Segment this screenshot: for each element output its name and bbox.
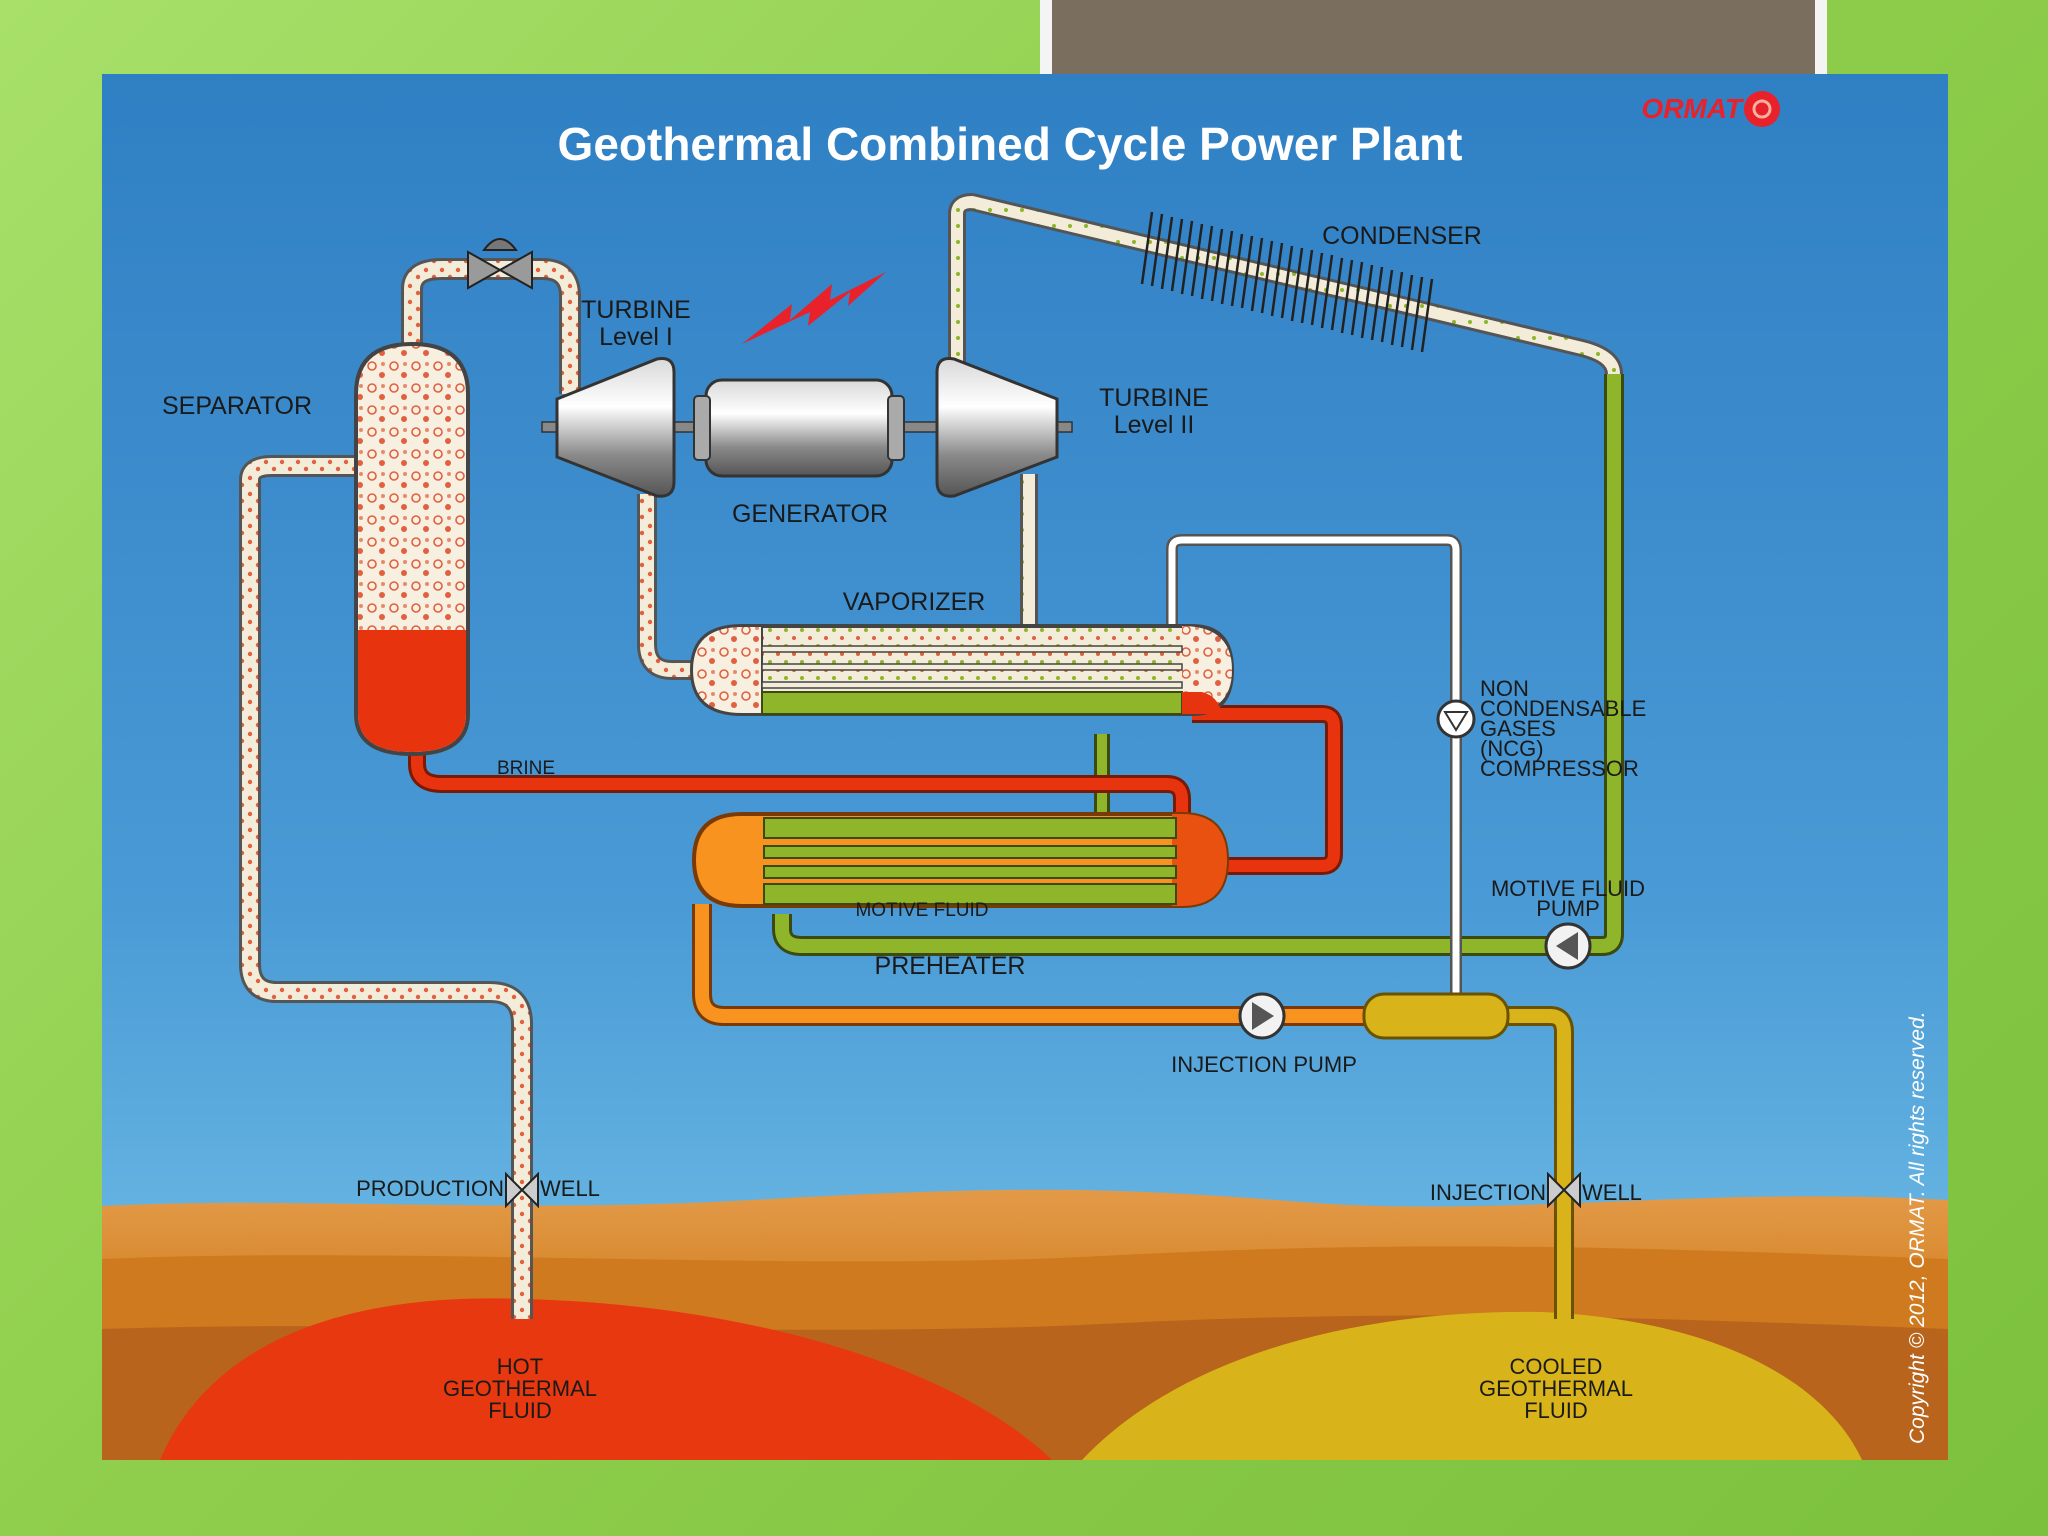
hot-reservoir [160, 1298, 1052, 1460]
ncg-label-line4: (NCG) [1480, 736, 1544, 761]
motive-pump-label-line1: MOTIVE FLUID [1491, 876, 1645, 901]
turbine1-label-line1: TURBINE [581, 296, 691, 324]
injection-well-label-right: WELL [1582, 1180, 1642, 1205]
separator-label: SEPARATOR [162, 392, 312, 420]
ormat-logo-text: ORMAT [1641, 93, 1744, 124]
ncg-label-line2: CONDENSABLE [1480, 696, 1646, 721]
production-well-label-right: WELL [540, 1176, 600, 1201]
ormat-logo: ORMAT [1641, 91, 1780, 127]
turbine-level-2 [935, 357, 1059, 498]
condenser-label: CONDENSER [1322, 222, 1482, 250]
turbine1-label-line2: Level I [599, 323, 673, 351]
hot-fluid-label-line1: HOT [497, 1354, 543, 1379]
cooled-fluid-label-line2: GEOTHERMAL [1479, 1376, 1633, 1401]
geothermal-diagram: Geothermal Combined Cycle Power Plant OR… [102, 74, 1948, 1460]
injection-tank [1362, 992, 1510, 1040]
motive-pump-label-line2: PUMP [1536, 896, 1600, 921]
cooled-fluid-label-line3: FLUID [1524, 1398, 1588, 1423]
vaporizer-label: VAPORIZER [843, 588, 986, 616]
separator-valve-icon [467, 238, 533, 290]
slide-frame: Geothermal Combined Cycle Power Plant OR… [102, 74, 1948, 1460]
cooled-fluid-label-line1: COOLED [1510, 1354, 1603, 1379]
ncg-label-line5: COMPRESSOR [1480, 756, 1639, 781]
cooled-reservoir [1082, 1311, 1862, 1460]
preheater-label: PREHEATER [875, 952, 1026, 980]
motive-fluid-label: MOTIVE FLUID [855, 900, 988, 921]
hot-fluid-label-line2: GEOTHERMAL [443, 1376, 597, 1401]
injection-pump-label: INJECTION PUMP [1171, 1052, 1357, 1077]
injection-well-label-left: INJECTION [1430, 1180, 1546, 1205]
ncg-compressor-icon [1436, 699, 1476, 739]
separator-vessel [354, 341, 470, 757]
ncg-label-line1: NON [1480, 676, 1529, 701]
injection-well-valve-icon [1547, 1171, 1581, 1209]
top-header-bar [1040, 0, 1827, 74]
condenser-fins [1140, 211, 1434, 353]
copyright-text: Copyright © 2012, ORMAT. All rights rese… [1906, 1011, 1929, 1444]
turbine2-label-line2: Level II [1114, 411, 1195, 439]
ncg-label-line3: GASES [1480, 716, 1556, 741]
electricity-bolt-icon [742, 272, 886, 344]
brine-label: BRINE [497, 758, 555, 779]
turbine2-label-line1: TURBINE [1099, 384, 1209, 412]
generator-label: GENERATOR [732, 500, 888, 528]
diagram-title: Geothermal Combined Cycle Power Plant [558, 118, 1463, 170]
injection-pump-icon [1238, 992, 1286, 1040]
production-well-label-left: PRODUCTION [356, 1176, 504, 1201]
production-well-valve-icon [505, 1171, 539, 1209]
motive-fluid-pump-icon [1544, 922, 1592, 970]
hot-fluid-label-line3: FLUID [488, 1398, 552, 1423]
preheater [691, 812, 1230, 908]
vaporizer [689, 624, 1235, 716]
ormat-logo-mark [1744, 91, 1780, 127]
turbine-level-1 [555, 357, 676, 498]
generator [693, 378, 905, 478]
